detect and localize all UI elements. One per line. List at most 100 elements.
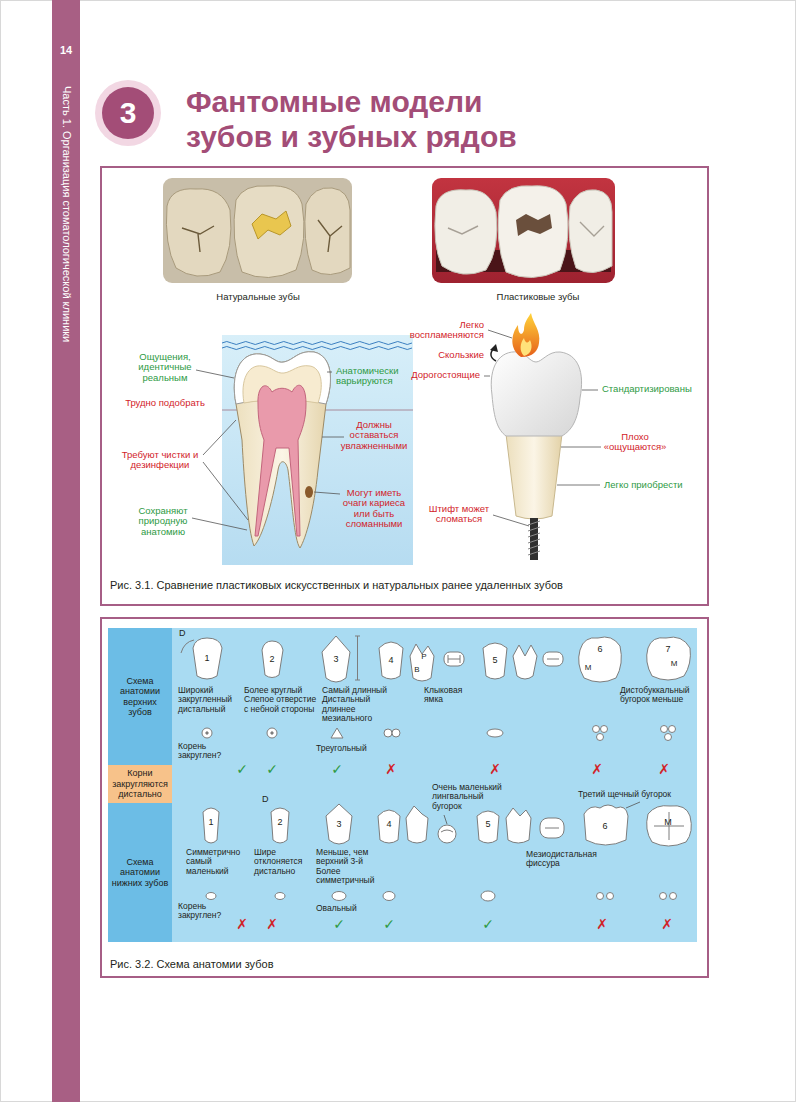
callout-letter: D	[179, 629, 189, 639]
leader-lines-part	[322, 437, 344, 438]
plastic-teeth-photo-part	[448, 222, 604, 236]
callout-letter: 5	[489, 656, 501, 666]
check-mark: ✗	[659, 916, 675, 933]
leader-lines-part	[484, 376, 490, 377]
annotation-text: Корень закруглен?	[178, 902, 230, 921]
plastic-tooth-illustration-part	[506, 434, 562, 519]
upper-teeth-scheme-part	[271, 732, 273, 734]
plastic-tooth-illustration-part	[490, 344, 498, 352]
natural-teeth-photo-part	[166, 189, 230, 276]
lower-teeth-scheme-part	[275, 893, 285, 900]
natural-tooth-illustration-part	[255, 385, 306, 536]
natural-tooth-illustration-part	[222, 347, 412, 350]
check-mark: ✓	[480, 916, 496, 933]
chapter-circle: 3	[102, 87, 154, 139]
lower-teeth-scheme-part	[545, 828, 559, 829]
upper-teeth-scheme-part	[410, 644, 434, 681]
callout-letter: 4	[385, 656, 397, 666]
check-mark: ✓	[264, 761, 280, 778]
plastic-tooth-illustration	[490, 313, 582, 560]
callout-letter: 7	[662, 645, 674, 655]
upper-teeth-scheme-part	[384, 729, 392, 737]
check-mark: ✓	[331, 916, 347, 933]
callout-letter: 1	[205, 818, 217, 828]
callout-letter: D	[262, 795, 272, 805]
upper-teeth-scheme-part	[547, 659, 559, 660]
annotation-text: Шире отклоняется дистально	[254, 848, 312, 876]
callout-letter: 6	[594, 645, 606, 655]
lower-teeth-scheme-part	[206, 893, 216, 900]
plastic-teeth-photo-part	[569, 190, 612, 273]
upper-teeth-scheme-part	[579, 637, 622, 682]
natural-teeth-photo-part	[182, 220, 342, 252]
leader-lines-part	[582, 390, 598, 391]
annotation-text: Корень закруглен?	[178, 742, 230, 761]
annotation-text: Требуют чистки и дезинфекции	[120, 450, 200, 471]
row-header: Схема анатомии нижних зубов	[108, 857, 172, 889]
upper-teeth-scheme-part	[601, 726, 608, 733]
annotation-text: Треугольный	[316, 744, 376, 753]
annotation-text: Легко воспламеняются	[396, 320, 484, 341]
lower-teeth-scheme-part	[477, 811, 499, 843]
check-mark: ✗	[383, 761, 399, 778]
lower-teeth-scheme-part	[597, 893, 604, 900]
annotation-text: Ощущения, идентичные реальным	[120, 352, 210, 383]
upper-teeth-scheme-part	[392, 729, 400, 737]
leader-lines-part	[557, 485, 600, 486]
annotation-text: Симметрично самый маленький	[186, 848, 248, 876]
upper-teeth-scheme	[181, 636, 690, 741]
callout-letter: 3	[333, 820, 345, 830]
row-header-band: Схема анатомии верхних зубов	[108, 628, 172, 765]
annotation-text: Очень маленький лингвальный бугорок	[432, 783, 510, 811]
lower-teeth-scheme-part	[271, 808, 289, 843]
natural-teeth-photo-part	[234, 186, 304, 278]
anatomy-panel-part	[108, 628, 697, 942]
callout-letter: B	[412, 666, 422, 675]
natural-tooth-illustration-part	[222, 335, 413, 565]
upper-teeth-scheme-part	[355, 636, 360, 680]
upper-teeth-scheme-part	[444, 652, 464, 666]
natural-teeth-photo-part	[252, 211, 291, 239]
callout-letter: 3	[330, 655, 342, 665]
page-number: 14	[52, 44, 80, 57]
upper-teeth-scheme-part	[322, 636, 350, 682]
check-mark: ✗	[594, 916, 610, 933]
check-mark: ✗	[264, 916, 280, 933]
lower-teeth-scheme-part	[438, 825, 456, 843]
upper-teeth-scheme-part	[181, 640, 194, 653]
lower-teeth-scheme-part	[203, 808, 219, 843]
annotation-text: Сохраняют природную анатомию	[120, 506, 206, 537]
callout-letter: M	[662, 818, 674, 828]
natural-tooth-illustration	[222, 335, 413, 565]
leader-lines-part	[192, 518, 247, 530]
check-mark: ✗	[589, 761, 605, 778]
annotation-text: Натуральные зубы	[198, 292, 318, 302]
annotation-text: Плохо «ощущаются»	[598, 432, 672, 453]
callout-letter: M	[582, 664, 594, 673]
check-mark: ✓	[329, 761, 345, 778]
lower-teeth-scheme-part	[647, 806, 692, 846]
annotation-text: Третий щечный бугорок	[578, 790, 690, 799]
natural-teeth-photo	[163, 178, 352, 283]
upper-teeth-scheme-part	[483, 643, 507, 679]
annotation-text: Анатомически варьируются	[336, 366, 412, 387]
row-header-band: Схема анатомии нижних зубов	[108, 803, 172, 942]
lower-teeth-scheme-part	[506, 808, 531, 843]
plastic-tooth-illustration-part	[528, 521, 540, 555]
annotation-text: Более круглый Слепое отверстие с небной …	[244, 686, 318, 714]
leader-lines-part	[314, 492, 340, 494]
annotation-text: Штифт может сломаться	[428, 504, 490, 525]
leader-lines-part	[196, 370, 234, 378]
annotation-text: Овальный	[316, 904, 366, 913]
lower-teeth-scheme-part	[326, 804, 352, 844]
callout-letter: 1	[201, 654, 213, 664]
natural-tooth-illustration-part	[234, 352, 330, 548]
upper-teeth-scheme-part	[193, 638, 222, 679]
check-mark: ✓	[234, 761, 250, 778]
annotation-text: Клыковая ямка	[424, 686, 474, 705]
lower-teeth-scheme-part	[383, 892, 395, 901]
annotation-text: Должны оставаться увлажненными	[336, 420, 412, 451]
check-mark: ✓	[381, 916, 397, 933]
lower-teeth-scheme-part	[540, 818, 564, 838]
lower-teeth-scheme-part	[378, 810, 400, 843]
